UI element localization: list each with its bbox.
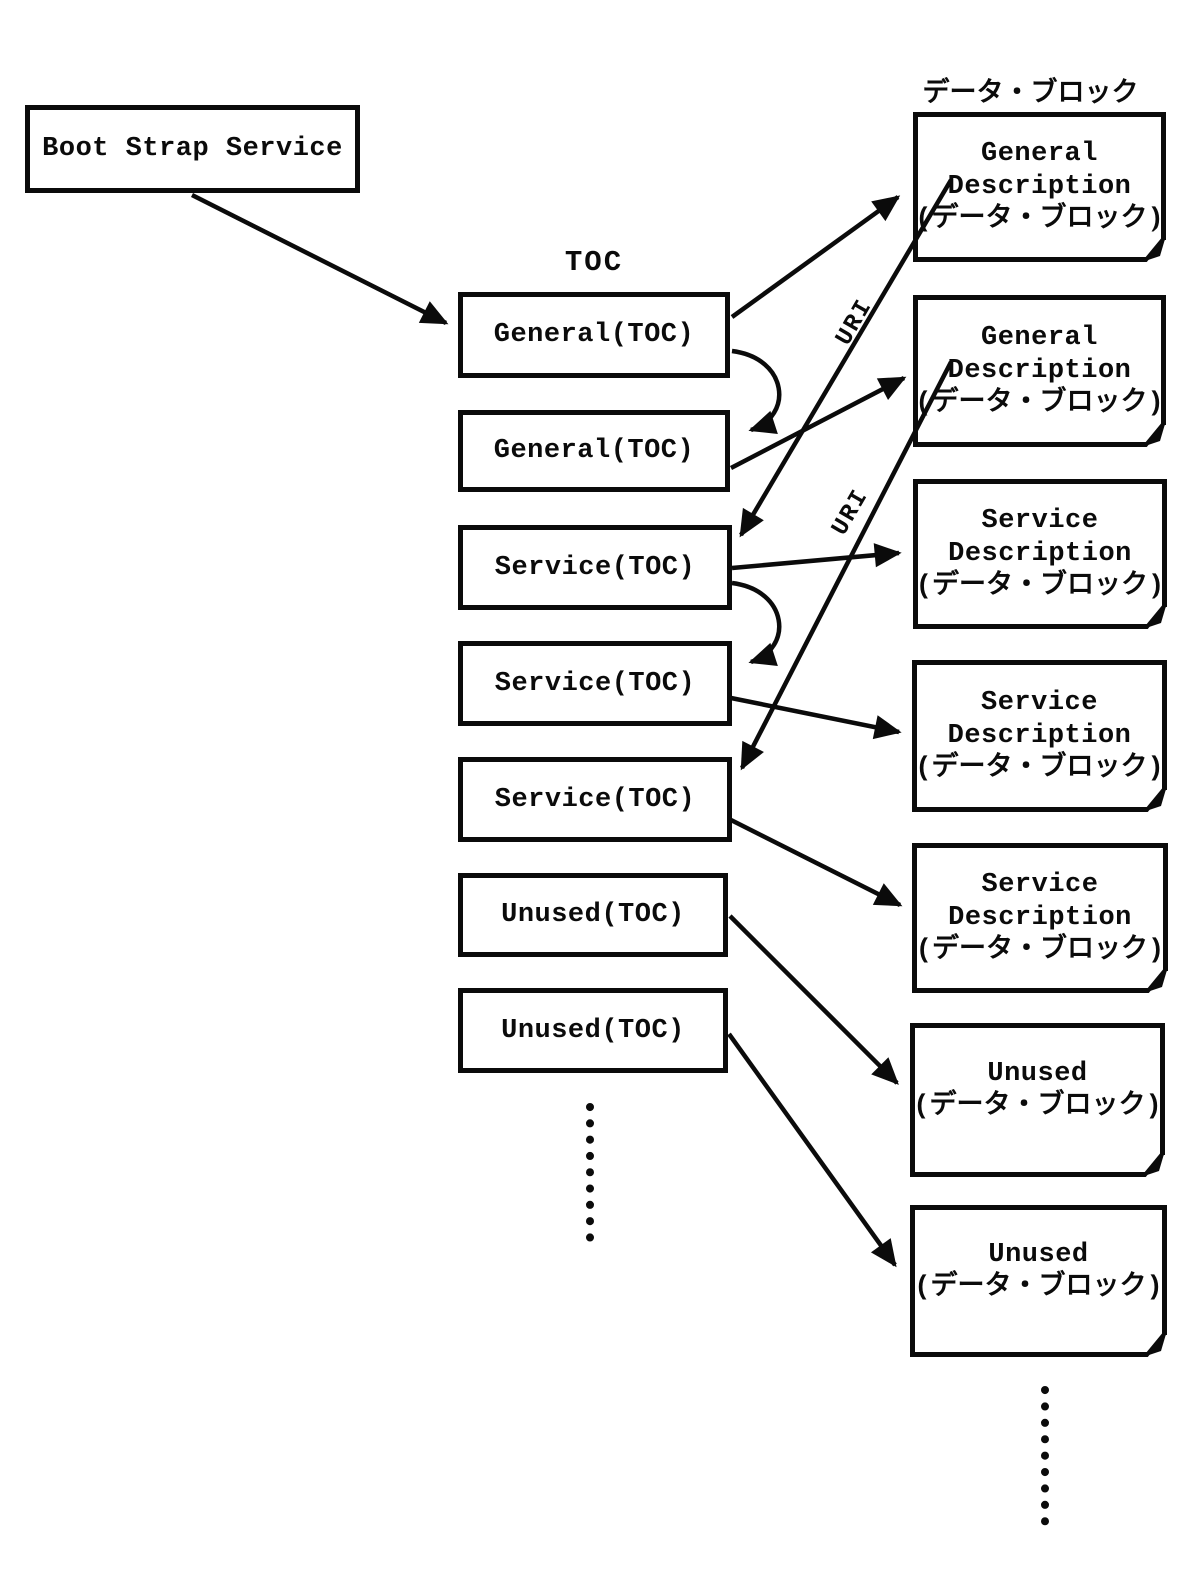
arrow-toc5-to-datablock5 [729, 817, 903, 908]
data-block-line: Unused [987, 1059, 1088, 1089]
toc-column-header: TOC [564, 246, 624, 279]
data-block-line: Description [947, 720, 1132, 751]
data-block-general-description-1: General Description (データ・ブロック) [913, 112, 1166, 262]
toc-item-label: Service(TOC) [494, 552, 696, 583]
arrow-toc3-to-toc4-arc [731, 580, 782, 666]
folded-corner-icon [1119, 1135, 1165, 1177]
data-block-line: Description [948, 538, 1132, 569]
data-block-service-description-3: Service Description (データ・ブロック) [912, 843, 1168, 993]
arrow-toc6-to-datablock6 [728, 914, 899, 1085]
arrow-toc3-to-datablock3 [731, 543, 902, 571]
data-block-line: Service [981, 869, 1099, 900]
data-block-line: Description [948, 902, 1132, 933]
folded-corner-icon [1121, 1315, 1167, 1357]
data-block-unused-1: Unused (データ・ブロック) [910, 1023, 1165, 1177]
folded-corner-icon [1121, 770, 1167, 812]
arrow-boot-to-toc1 [190, 192, 449, 326]
data-block-line: Description [947, 355, 1132, 386]
data-block-line: (データ・ブロック) [915, 935, 1165, 966]
toc-item-label: Service(TOC) [494, 668, 696, 699]
toc-item-service-1: Service(TOC) [458, 525, 732, 610]
arrow-toc2-to-datablock2 [729, 376, 907, 470]
toc-item-label: Service(TOC) [494, 784, 696, 815]
data-block-line: (データ・ブロック) [913, 1092, 1162, 1122]
data-block-service-description-1: Service Description (データ・ブロック) [913, 479, 1167, 629]
boot-strap-service-box: Boot Strap Service [25, 105, 360, 193]
toc-item-label: General(TOC) [493, 320, 695, 350]
data-block-line: Description [947, 171, 1132, 202]
data-block-service-description-2: Service Description (データ・ブロック) [912, 660, 1167, 812]
arrow-toc7-to-datablock7 [727, 1032, 897, 1268]
folded-corner-icon [1122, 951, 1168, 993]
data-block-line: Service [981, 505, 1099, 536]
toc-item-general-1: General(TOC) [458, 292, 730, 378]
data-block-line: General [981, 322, 1098, 353]
data-block-line: (データ・ブロック) [914, 1273, 1163, 1303]
toc-item-unused-2: Unused(TOC) [458, 988, 728, 1073]
data-block-line: Service [981, 687, 1098, 718]
toc-item-general-2: General(TOC) [458, 410, 730, 492]
uri-edge-label-1: URI [831, 294, 879, 351]
arrow-toc4-to-datablock4 [730, 695, 902, 740]
folded-corner-icon [1120, 405, 1166, 447]
data-block-unused-2: Unused (データ・ブロック) [910, 1205, 1167, 1357]
data-block-line: (データ・ブロック) [915, 204, 1164, 235]
toc-item-unused-1: Unused(TOC) [458, 873, 728, 957]
folded-corner-icon [1121, 587, 1167, 629]
data-block-line: General [981, 138, 1098, 169]
toc-item-label: General(TOC) [493, 436, 695, 466]
toc-item-service-3: Service(TOC) [458, 757, 732, 842]
data-block-line: (データ・ブロック) [915, 388, 1164, 419]
data-block-general-description-2: General Description (データ・ブロック) [913, 295, 1166, 447]
boot-strap-service-label: Boot Strap Service [42, 134, 343, 164]
data-block-line: (データ・ブロック) [915, 753, 1164, 784]
uri-edge-label-2: URI [827, 484, 875, 541]
toc-item-label: Unused(TOC) [501, 1015, 685, 1046]
data-block-line: (データ・ブロック) [915, 571, 1165, 602]
arrow-toc1-to-toc2-arc [731, 348, 782, 434]
data-block-column-header: データ・ブロック [922, 80, 1139, 110]
folded-corner-icon [1120, 220, 1166, 262]
data-block-line: Unused [988, 1240, 1089, 1270]
toc-item-service-2: Service(TOC) [458, 641, 732, 726]
toc-item-label: Unused(TOC) [501, 900, 685, 930]
